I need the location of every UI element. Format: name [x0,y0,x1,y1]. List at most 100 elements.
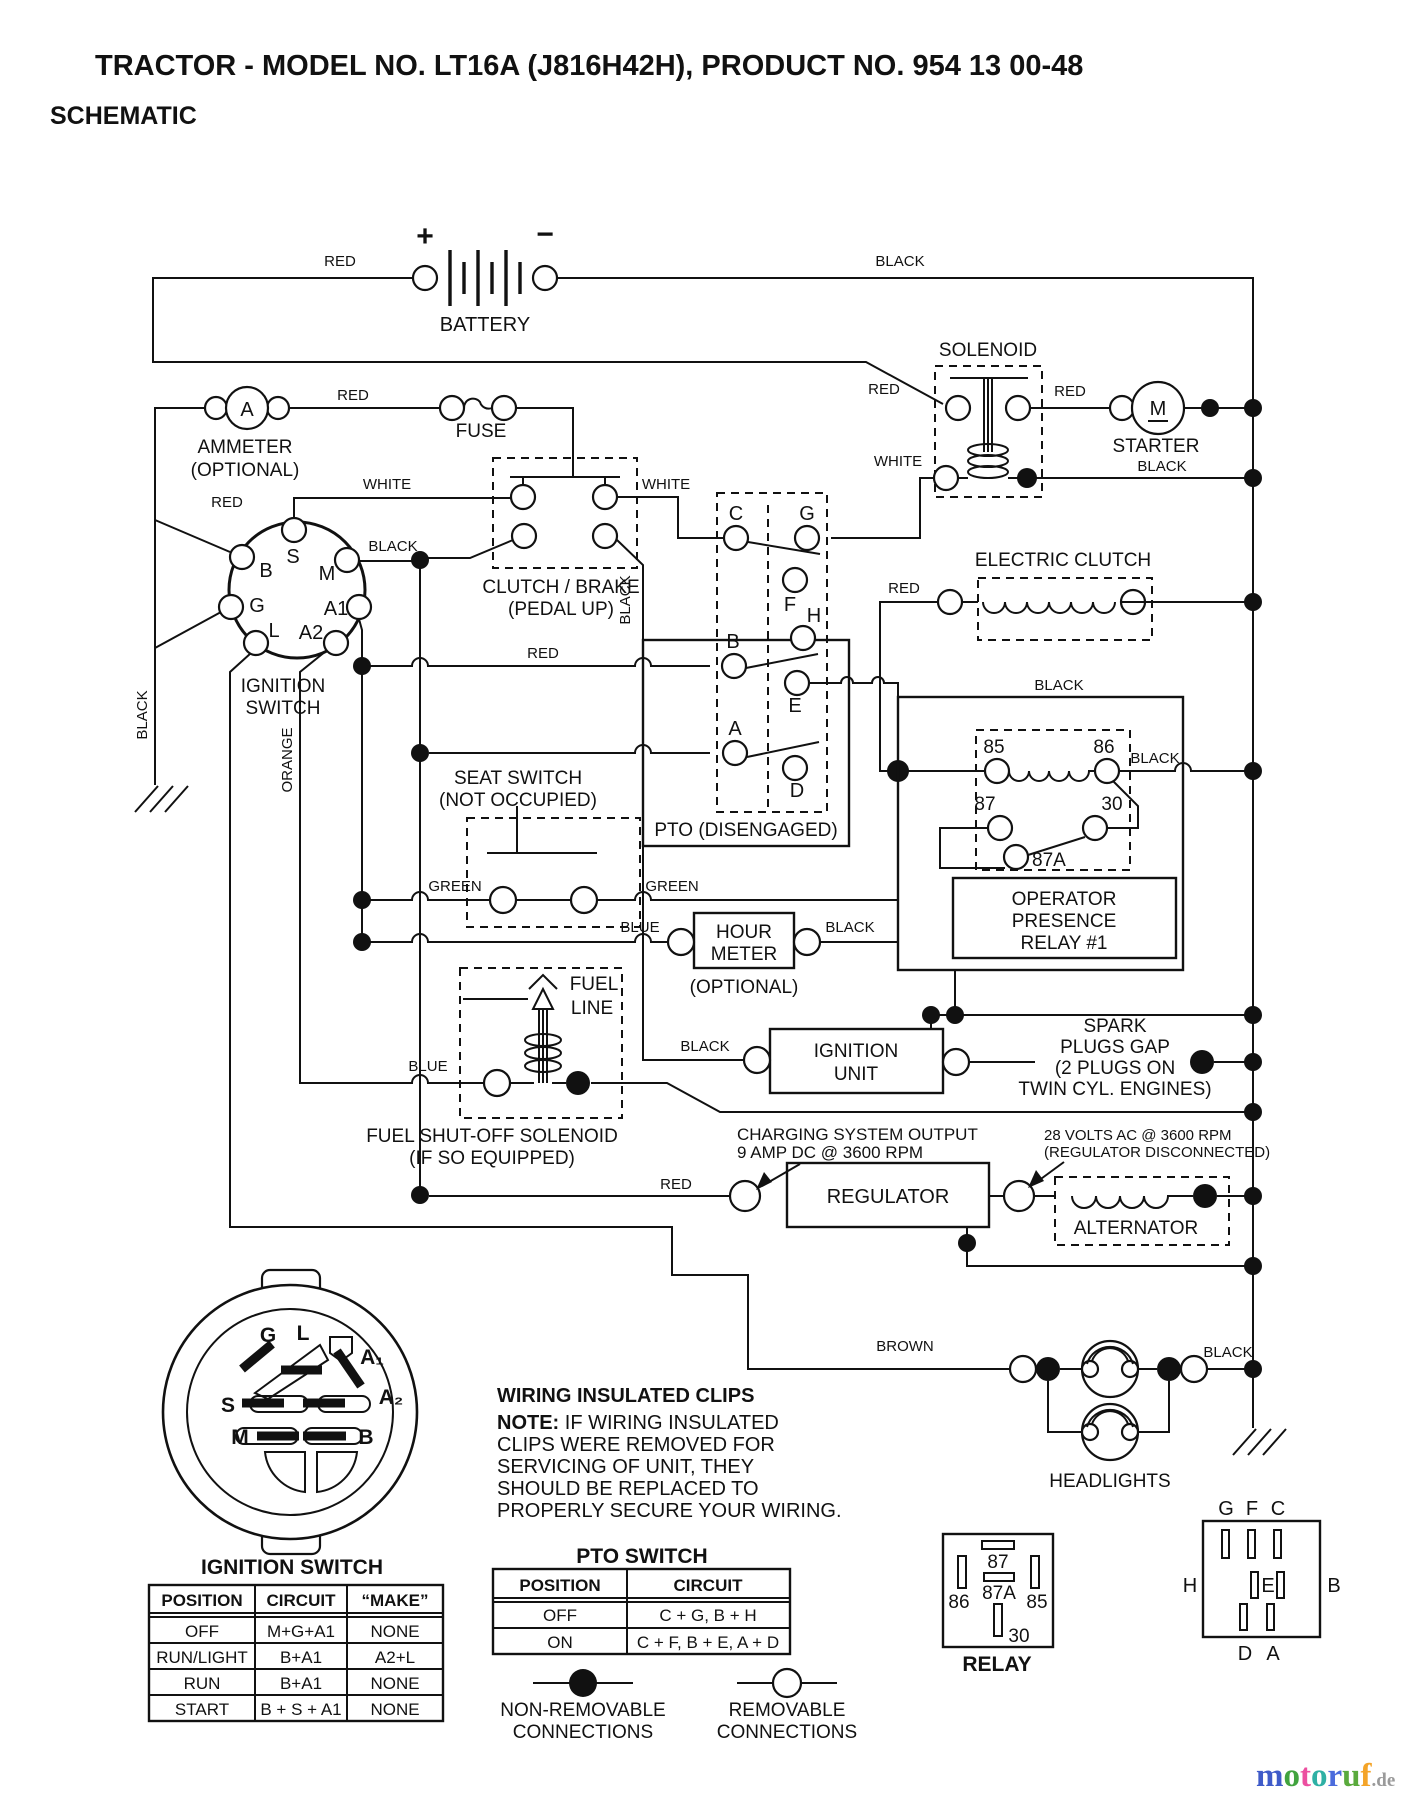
wire-label-white: WHITE [874,453,922,470]
starter-m: M [1150,398,1167,420]
note-line3: SERVICING OF UNIT, THEY [497,1456,754,1478]
wire-label-green: GREEN [428,878,481,895]
wire-label-black: BLACK [1130,750,1179,767]
ammeter-label: AMMETER [198,437,293,458]
ignition-unit-caption2: UNIT [834,1064,879,1085]
pto-f: F [784,594,796,616]
conn-f: F [1246,1498,1258,1520]
seat-switch: SEAT SWITCH (NOT OCCUPIED) GREEN GREEN [428,768,699,928]
conn-d: D [1238,1643,1252,1665]
ignition-switch-caption2: SWITCH [246,698,321,719]
seat-switch-caption1: SEAT SWITCH [454,768,582,789]
face-s: S [221,1394,235,1417]
ign-cell: START [175,1700,229,1719]
wire-label-red: RED [211,494,243,511]
ignition-unit-caption1: IGNITION [814,1041,898,1062]
pto-caption: PTO (DISENGAGED) [654,820,837,841]
relay-30: 30 [1101,794,1122,815]
terminal-b: B [259,560,272,582]
conn-h: H [1183,1575,1197,1597]
legend-nonremovable2: CONNECTIONS [513,1722,653,1743]
relay-pin-86: 86 [948,1592,969,1613]
headlights: HEADLIGHTS BROWN BLACK [876,1338,1252,1492]
terminal-g: G [249,595,265,617]
regulator: REGULATOR CHARGING SYSTEM OUTPUT 9 AMP D… [660,1125,1036,1229]
solenoid-label: SOLENOID [939,340,1037,361]
clutch-brake-switch: CLUTCH / BRAKE (PEDAL UP) WHITE BLACK [482,457,690,625]
fuse: FUSE [438,394,518,442]
junction-dots [353,399,1262,1381]
pto-c: C [729,503,743,525]
wire-label-black: BLACK [1034,677,1083,694]
relay-caption2: PRESENCE [1012,911,1117,932]
solenoid: SOLENOID RED WHITE [868,340,1043,498]
wire-label-black: BLACK [1137,458,1186,475]
note-line4: SHOULD BE REPLACED TO [497,1478,759,1500]
note-line2: CLIPS WERE REMOVED FOR [497,1434,775,1456]
fuel-line-caption2: LINE [571,998,613,1019]
relay-pinout-caption: RELAY [962,1653,1031,1676]
wire-label-white: WHITE [363,476,411,493]
pto-cell: C + F, B + E, A + D [637,1633,779,1652]
page-subtitle: SCHEMATIC [50,102,197,130]
terminal-m: M [319,563,336,585]
face-caption: IGNITION SWITCH [201,1556,383,1579]
wire-label-red: RED [660,1176,692,1193]
pto-cell: ON [547,1633,573,1652]
face-g: G [260,1324,276,1347]
battery-label: BATTERY [440,314,530,336]
alternator: ALTERNATOR 28 VOLTS AC @ 3600 RPM (REGUL… [1028,1127,1270,1246]
pto-th-position: POSITION [519,1576,600,1595]
conn-b: B [1327,1575,1340,1597]
alternator-label: ALTERNATOR [1074,1218,1199,1239]
operator-presence-relay: 85 86 87 30 87A OPERATOR PRESENCE RELAY … [896,677,1185,972]
pto-switch: C G F H B E A D PTO (DISENGAGED) RED [527,492,851,848]
hour-meter: HOUR METER (OPTIONAL) BLUE BLACK [620,911,875,998]
pto-th-circuit: CIRCUIT [674,1576,744,1595]
relay-pin-87a: 87A [982,1583,1016,1604]
relay-pin-85: 85 [1026,1592,1047,1613]
spark-caption4: TWIN CYL. ENGINES) [1018,1079,1211,1100]
wire-label-black-vertical: BLACK [134,690,151,739]
note-title: WIRING INSULATED CLIPS [497,1385,754,1407]
ammeter: A AMMETER (OPTIONAL) RED [191,385,369,481]
pto-table-title: PTO SWITCH [576,1545,707,1568]
ammeter-optional: (OPTIONAL) [191,460,300,481]
starter-label: STARTER [1113,436,1200,457]
wire-label-red: RED [1054,383,1086,400]
fuel-shutoff-solenoid: FUEL LINE FUEL SHUT-OFF SOLENOID (IF SO … [366,967,623,1169]
conn-c: C [1271,1498,1285,1520]
wire-label-red: RED [868,381,900,398]
watermark: motoruf.de [1256,1758,1395,1794]
legend-nonremovable1: NON-REMOVABLE [500,1700,665,1721]
ign-cell: B+A1 [280,1674,322,1693]
pto-b: B [726,631,739,653]
terminal-a1: A1 [324,598,348,620]
ign-th-circuit: CIRCUIT [267,1591,337,1610]
watermark-text: motoruf.de [1256,1758,1395,1794]
wire-label-black: BLACK [680,1038,729,1055]
relay-87a: 87A [1032,850,1066,871]
legend-removable1: REMOVABLE [729,1700,846,1721]
face-l: L [297,1322,310,1345]
pto-e: E [788,695,801,717]
wire-label-green: GREEN [645,878,698,895]
pto-cell: C + G, B + H [659,1606,756,1625]
ign-cell: NONE [370,1622,419,1641]
volts-note2: (REGULATOR DISCONNECTED) [1044,1144,1270,1161]
note-line1: NOTE: IF WIRING INSULATED [497,1412,779,1434]
electric-clutch: ELECTRIC CLUTCH RED [888,550,1153,641]
wire-label-blue: BLUE [620,919,659,936]
battery: + − BATTERY RED BLACK [324,218,924,336]
spark-caption3: (2 PLUGS ON [1055,1058,1175,1079]
pto-h: H [807,605,821,627]
charging-note1: CHARGING SYSTEM OUTPUT [737,1125,978,1144]
pto-connector-detail: G F C H E B D A [1183,1498,1341,1665]
ign-cell: NONE [370,1700,419,1719]
pto-g: G [799,503,815,525]
face-a2: A₂ [379,1386,404,1409]
relay-caption3: RELAY #1 [1021,933,1108,954]
clutch-brake-caption1: CLUTCH / BRAKE [482,577,639,598]
wire-label-red: RED [527,645,559,662]
ignition-switch: S B M G A1 L A2 IGNITION SWITCH RED WHIT… [134,476,418,793]
